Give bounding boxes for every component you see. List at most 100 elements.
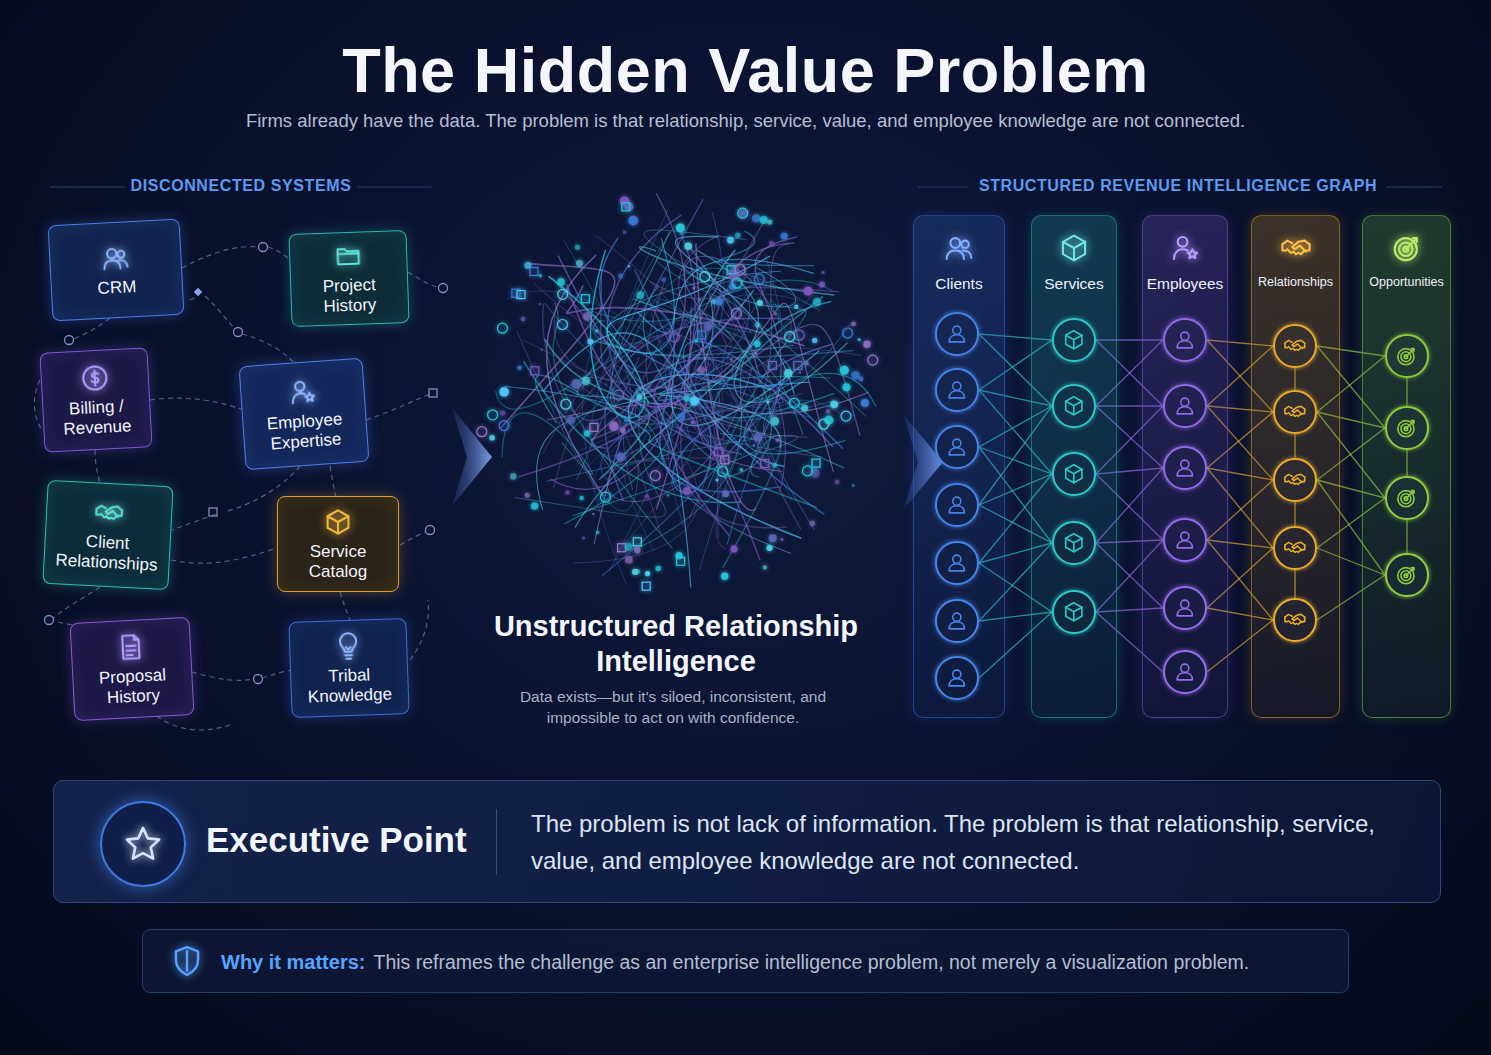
tangle-node <box>766 545 772 551</box>
system-box: Employee Expertise <box>239 358 370 470</box>
tangle-node <box>624 419 627 422</box>
tangle-strand <box>505 386 791 553</box>
tangle-node <box>698 298 701 301</box>
tangle-node <box>579 496 584 501</box>
tangle-node <box>642 582 650 590</box>
note-heading: Why it matters: <box>221 951 365 974</box>
graph-column: Opportunities <box>1362 215 1451 718</box>
tangle-node <box>623 230 627 234</box>
icon-stroke <box>169 943 205 979</box>
icon-stroke <box>292 393 305 403</box>
flow-arrow <box>452 408 492 506</box>
icon-stroke <box>186 951 188 970</box>
tangle-node <box>716 478 719 481</box>
tangle-node <box>780 538 783 541</box>
icon-stroke <box>961 241 968 248</box>
icon-stroke <box>122 823 164 865</box>
tangle-node <box>530 268 538 276</box>
tangle-node <box>685 242 693 250</box>
tangle-node <box>645 571 650 576</box>
tangle-node <box>772 463 777 468</box>
tangle-node <box>812 338 817 343</box>
tangle-node <box>822 271 825 274</box>
icon-stroke <box>115 631 147 663</box>
tangle-node <box>697 366 705 374</box>
system-box: Project History <box>288 230 409 327</box>
tangle-node <box>700 272 710 282</box>
tangle-strand <box>732 347 862 477</box>
tangle-node <box>539 303 541 305</box>
section-heading: STRUCTURED REVENUE INTELLIGENCE GRAPH <box>943 177 1413 195</box>
column-title: Clients <box>916 275 1002 293</box>
tangle-strand <box>601 259 750 484</box>
callout-panel: Executive PointThe problem is not lack o… <box>53 780 1441 903</box>
icon-stroke <box>295 381 305 391</box>
tangle-node <box>851 322 856 327</box>
tangle-strand <box>639 247 834 295</box>
tangle-node <box>721 456 729 464</box>
icon-stroke <box>101 513 117 518</box>
dashed-wire <box>262 670 292 678</box>
tangle-strand <box>723 435 782 568</box>
icon-stroke <box>950 238 960 248</box>
system-box: CRM <box>48 219 185 322</box>
icon-stroke <box>100 242 132 274</box>
tangle-node <box>771 417 780 426</box>
tangle-node <box>754 340 761 347</box>
tangle-node <box>861 399 869 407</box>
column-icon <box>1252 232 1339 264</box>
page-title: The Hidden Value Problem <box>0 34 1491 106</box>
dashed-wire <box>330 466 336 497</box>
tangle-node <box>622 203 630 211</box>
icon-stroke <box>286 376 318 408</box>
tangle-strand <box>545 303 709 444</box>
tangle-node <box>517 291 525 299</box>
tangle-node <box>614 390 624 400</box>
tangle-node <box>625 202 634 211</box>
tangle-strand <box>744 373 876 453</box>
graph-column: Relationships <box>1251 215 1340 718</box>
box-icon <box>79 362 111 394</box>
tangle-node <box>722 490 729 497</box>
icon-stroke <box>176 947 198 975</box>
tangle-node <box>500 410 505 415</box>
tangle-node <box>595 329 598 332</box>
tangle-node <box>698 331 706 339</box>
tangle-node <box>766 401 769 404</box>
tangle-node <box>721 573 728 580</box>
tangle-node <box>810 468 820 478</box>
tangle-node <box>840 366 849 375</box>
tangle-node <box>596 531 600 535</box>
tangle-node <box>558 289 568 299</box>
tangle-node <box>605 383 607 385</box>
tangle-node <box>711 299 716 304</box>
icon-stroke <box>122 635 139 659</box>
tangle-node <box>863 341 870 348</box>
tangle-node <box>531 367 539 375</box>
note-body: This reframes the challenge as an enterp… <box>373 951 1249 974</box>
icon-stroke <box>93 497 125 529</box>
dashed-wire <box>340 592 350 620</box>
dashed-wire <box>95 450 100 484</box>
tangle-node <box>624 543 632 551</box>
illustration-caption: Data exists—but it's siloed, inconsisten… <box>501 686 846 728</box>
wire-junction <box>234 328 243 337</box>
tangle-node <box>801 405 808 412</box>
icon-stroke <box>1188 249 1197 258</box>
tangle-node <box>730 358 733 361</box>
tangle-node <box>755 322 761 328</box>
tangle-node <box>620 428 626 434</box>
tangle-strand <box>575 250 759 527</box>
box-label: Project History <box>299 274 400 317</box>
tangle-node <box>768 361 776 369</box>
tangle-node <box>669 332 679 342</box>
tangle-node <box>789 398 799 408</box>
icon-stroke <box>305 392 314 401</box>
wire-junction <box>45 616 54 625</box>
page-caption: Firms already have the data. The problem… <box>0 110 1491 132</box>
tangle-node <box>693 287 696 290</box>
tangle-node <box>731 308 741 318</box>
tangle-node <box>803 466 813 476</box>
tangle-node <box>852 484 855 487</box>
section-rule <box>1386 187 1442 188</box>
